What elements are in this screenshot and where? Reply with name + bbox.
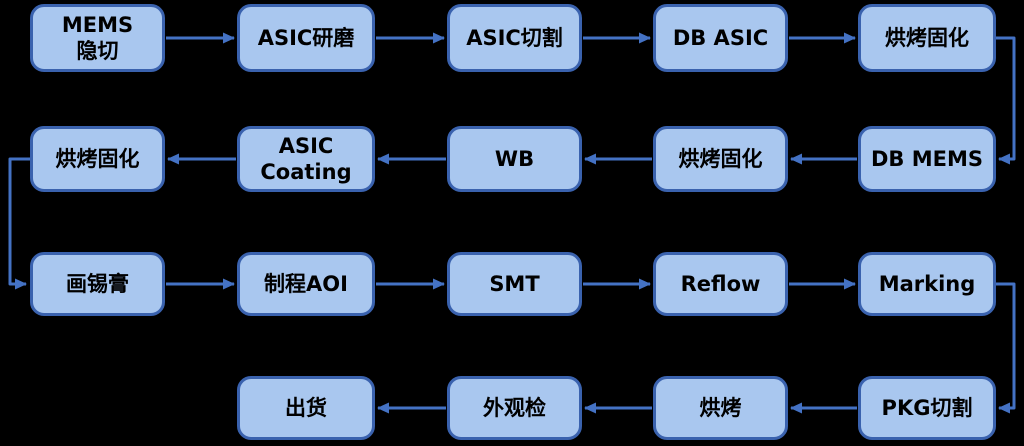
node-visual-inspection: 外观检	[447, 376, 582, 440]
node-bake-cure-2: 烘烤固化	[653, 126, 788, 192]
node-mems-stealth-dicing: MEMS 隐切	[30, 4, 165, 72]
node-wb: WB	[447, 126, 582, 192]
node-solder-paste: 画锡膏	[30, 252, 165, 316]
node-pkg-dicing: PKG切割	[858, 376, 996, 440]
node-db-mems: DB MEMS	[858, 126, 996, 192]
node-asic-dicing: ASIC切割	[447, 4, 582, 72]
connector-bake-cure-to-db-mems	[996, 36, 1016, 165]
node-reflow: Reflow	[653, 252, 788, 316]
node-bake-cure-3: 烘烤固化	[30, 126, 165, 192]
connector-marking-to-pkg-dicing	[996, 282, 1016, 414]
node-bake-cure-1: 烘烤固化	[858, 4, 996, 72]
node-shipping: 出货	[237, 376, 375, 440]
node-marking: Marking	[858, 252, 996, 316]
node-bake: 烘烤	[653, 376, 788, 440]
node-asic-grinding: ASIC研磨	[237, 4, 375, 72]
node-smt: SMT	[447, 252, 582, 316]
node-asic-coating: ASIC Coating	[237, 126, 375, 192]
node-db-asic: DB ASIC	[653, 4, 788, 72]
node-process-aoi: 制程AOI	[237, 252, 375, 316]
connector-bake-cure-to-solder-paste	[8, 157, 30, 290]
